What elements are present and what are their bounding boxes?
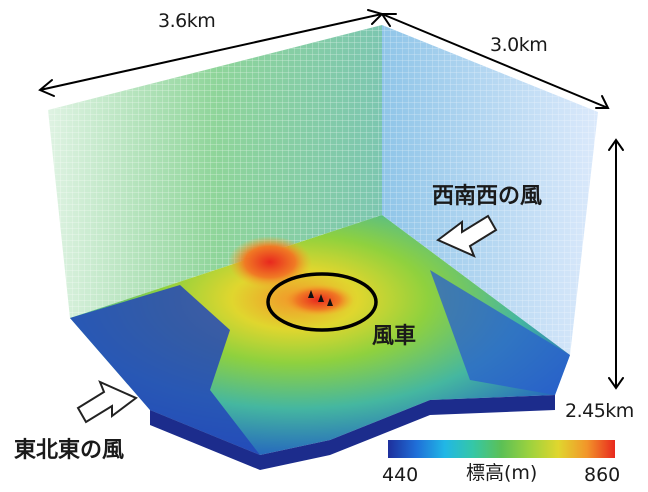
colorbar-max-label: 860 [584, 464, 621, 486]
width-arrow [39, 13, 383, 91]
turbine-icon [318, 294, 324, 302]
depth-dimension-label: 3.0km [490, 34, 548, 56]
elevation-colorbar [388, 440, 615, 458]
terrain-lowland-left [70, 285, 260, 455]
height-dimension-label: 2.45km [565, 400, 634, 422]
colorbar-min-label: 440 [382, 464, 419, 486]
wind-arrow-wsw-icon [436, 214, 498, 258]
turbine-label: 風車 [372, 324, 417, 349]
side-wall-gridlines [382, 25, 598, 355]
height-arrow-head-top [608, 138, 624, 151]
terrain-summit [282, 284, 354, 316]
depth-arrow-head-right [595, 95, 610, 109]
wind-wsw-label: 西南西の風 [432, 184, 543, 209]
terrain-front-edge [150, 395, 555, 470]
turbine-marker-ellipse [266, 272, 378, 332]
turbine-icon [308, 290, 314, 298]
height-arrow-head-bottom [608, 377, 624, 390]
width-arrow-head-left [38, 79, 55, 97]
terrain-lowland-right [430, 270, 570, 395]
terrain-peak [228, 236, 312, 288]
turbine-icon [327, 298, 333, 306]
wind-arrow-ene-icon [76, 380, 138, 424]
back-wall-gridlines [48, 25, 382, 318]
colorbar-title: 標高(m) [466, 462, 538, 484]
wind-ene-label: 東北東の風 [14, 438, 125, 463]
depth-arrow [381, 13, 609, 109]
depth-arrow-head-left [380, 13, 397, 27]
width-dimension-label: 3.6km [158, 10, 216, 32]
